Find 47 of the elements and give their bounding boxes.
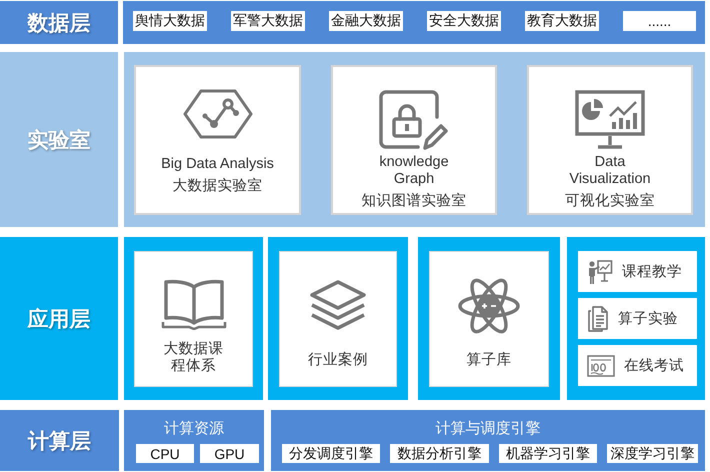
card-title: 算子库 [466,352,512,368]
data-source-tag: 安全大数据 [427,11,501,31]
feature-item [578,345,697,386]
lab-card [134,65,301,215]
data-source-tag: ...... [623,11,696,31]
engine-tag: 分发调度引擎 [282,444,380,463]
lab-card [527,65,693,215]
layer-panel [418,237,560,400]
lab-card [331,65,497,215]
data-source-tag: 金融大数据 [329,11,403,31]
engine-tag: 数据分析引擎 [390,444,489,463]
resource-tag: GPU [200,444,259,463]
resource-tag: CPU [136,444,194,463]
feature-label: 课程教学 [622,263,682,281]
card-title: 大数据课程体系 [164,341,224,375]
panel-heading: 计算与调度引擎 [436,420,540,437]
card-subtitle: 知识图谱实验室 [362,192,466,210]
layer-panel [567,237,705,400]
panel-heading: 计算资源 [164,420,224,437]
data-source-tag: 舆情大数据 [133,11,207,31]
feature-label: 在线考试 [624,357,684,375]
layer-panel [271,410,705,471]
card-title: Big Data Analysis [161,156,274,173]
layer-label: 计算层 [0,410,119,471]
layer-panel [123,1,705,44]
data-source-tag: 军警大数据 [231,11,305,31]
feature-label: 算子实验 [618,310,678,328]
card-title: 行业案例 [308,352,368,368]
layer-panel [268,237,408,400]
card-title: Data Visualization [568,154,652,188]
module-card [134,251,253,387]
data-source-tag: 教育大数据 [525,11,599,31]
engine-tag: 机器学习引擎 [499,444,597,463]
layer-panel [124,410,264,471]
card-title: knowledge Graph [378,154,450,188]
layer-panel [124,52,705,227]
module-card [429,251,549,387]
card-subtitle: 大数据实验室 [172,176,262,196]
card-subtitle: 可视化实验室 [565,192,655,210]
feature-item [578,251,697,292]
layer-label: 实验室 [0,52,118,227]
feature-item [578,298,697,339]
engine-tag: 深度学习引擎 [607,444,698,463]
layer-label: 数据层 [0,1,118,44]
module-card [279,251,397,387]
layer-label: 应用层 [0,237,118,400]
layer-panel [124,237,263,400]
